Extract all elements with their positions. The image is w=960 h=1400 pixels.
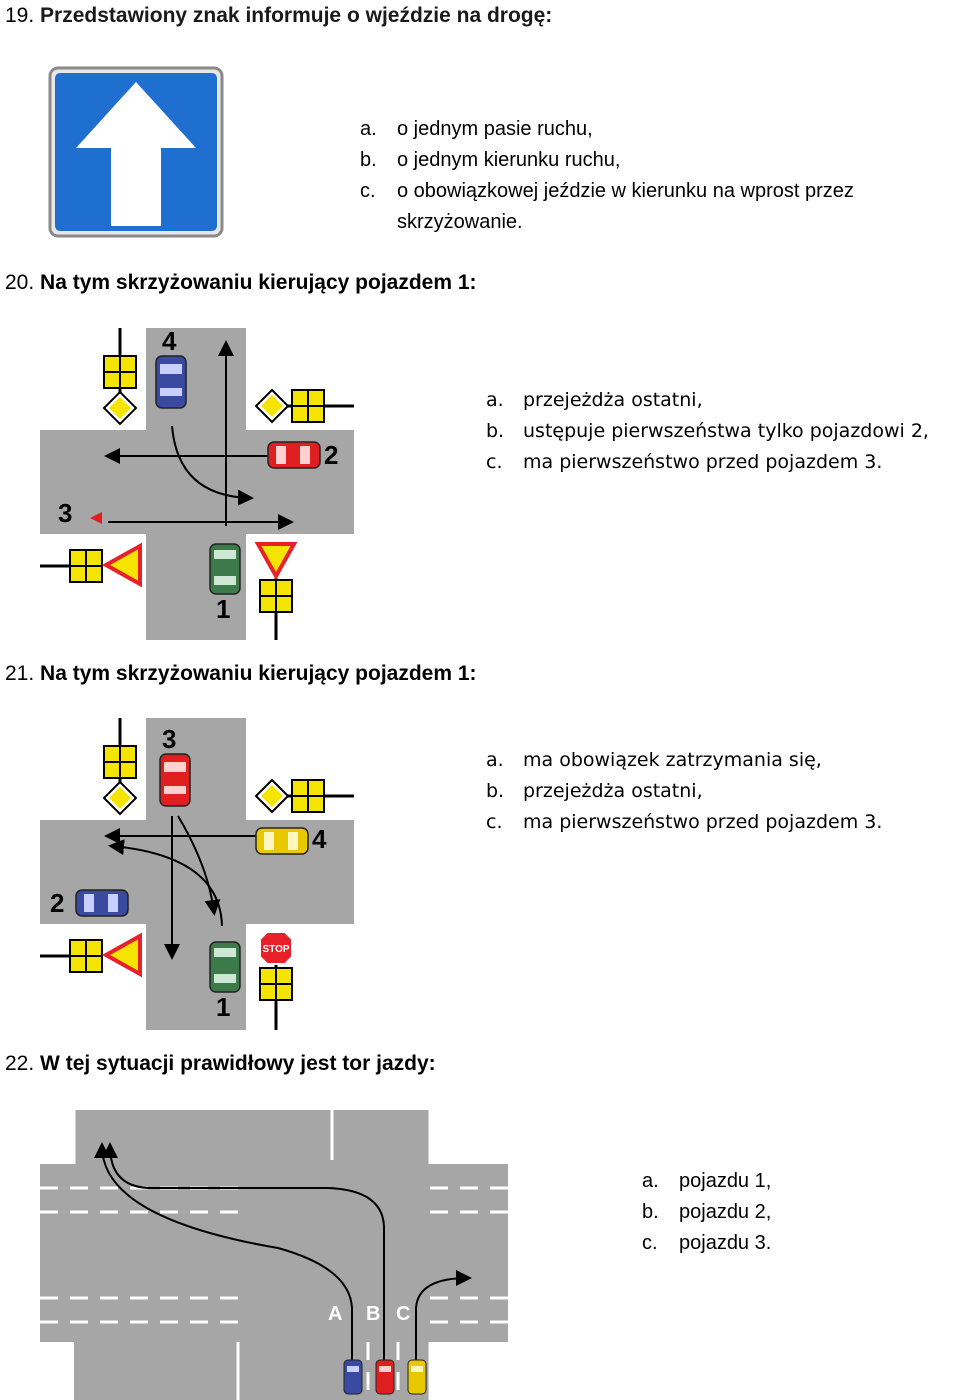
- answer-a[interactable]: a. pojazdu 1,: [642, 1166, 771, 1197]
- answer-letter: a.: [360, 118, 377, 140]
- answer-letter: a.: [486, 749, 504, 771]
- answer-letter: a.: [486, 389, 504, 411]
- vehicle-label: 2: [324, 440, 338, 470]
- answer-c-continued: skrzyżowanie.: [360, 207, 854, 238]
- yield-sign-icon: [40, 542, 142, 588]
- question-19-answers: a. o jednym pasie ruchu, b. o jednym kieru…: [360, 114, 854, 238]
- answer-c[interactable]: c. ma pierwszeństwo przed pojazdem 3.: [486, 807, 882, 838]
- intersection-diagram-20: 4 2 3 1: [40, 326, 354, 640]
- intersection-diagram-22: A B C: [40, 1110, 508, 1400]
- answer-letter: c.: [486, 451, 503, 473]
- question-22-heading: 22. W tej sytuacji prawidłowy jest tor j…: [5, 1052, 436, 1076]
- answer-letter: b.: [642, 1201, 659, 1223]
- question-21-answers: a. ma obowiązek zatrzymania się, b. przeje…: [486, 745, 882, 838]
- answer-b[interactable]: b. przejeżdża ostatni,: [486, 776, 882, 807]
- answer-b[interactable]: b. pojazdu 2,: [642, 1197, 771, 1228]
- lane-label: B: [366, 1303, 380, 1325]
- question-number: 22.: [5, 1052, 35, 1075]
- answer-c[interactable]: c. ma pierwszeństwo przed pojazdem 3.: [486, 447, 929, 478]
- question-text: Na tym skrzyżowaniu kierujący pojazdem 1…: [40, 662, 477, 685]
- question-20-heading: 20. Na tym skrzyżowaniu kierujący pojazd…: [5, 271, 477, 295]
- yield-sign-icon: [40, 932, 142, 978]
- answer-letter: b.: [486, 420, 505, 442]
- vehicle-label: 3: [162, 724, 176, 754]
- answer-c[interactable]: c. o obowiązkowej jeździe w kierunku na w…: [360, 176, 854, 207]
- priority-road-sign-icon: [102, 328, 138, 426]
- question-number: 19.: [5, 4, 35, 27]
- answer-text: ma pierwszeństwo przed pojazdem 3.: [523, 811, 883, 833]
- intersection-diagram-21: 3 4 2 1 STOP: [40, 718, 354, 1030]
- vehicle-3: [159, 753, 191, 807]
- answer-letter: c.: [360, 180, 376, 202]
- answer-b[interactable]: b. o jednym kierunku ruchu,: [360, 145, 854, 176]
- vehicle-label: 3: [58, 498, 72, 528]
- vehicle-2: [75, 889, 129, 917]
- question-19-heading: 19. Przedstawiony znak informuje o wjeźd…: [5, 4, 552, 28]
- question-22-answers: a. pojazdu 1, b. pojazdu 2, c. pojazdu 3.: [642, 1166, 771, 1259]
- vehicle-4: [255, 827, 309, 855]
- question-21-heading: 21. Na tym skrzyżowaniu kierujący pojazd…: [5, 662, 477, 686]
- vehicle-label: 4: [312, 824, 327, 854]
- answer-text: pojazdu 2,: [679, 1201, 772, 1223]
- answer-c[interactable]: c. pojazdu 3.: [642, 1228, 771, 1259]
- priority-road-sign-icon: [254, 388, 354, 424]
- stop-sign-text: STOP: [262, 944, 289, 955]
- priority-road-sign-icon: [102, 718, 138, 816]
- vehicle-label: 2: [50, 888, 64, 918]
- vehicle-2: [375, 1359, 395, 1395]
- answer-text: ustępuje pierwszeństwa tylko pojazdowi 2…: [523, 420, 929, 442]
- answer-text: ma pierwszeństwo przed pojazdem 3.: [523, 451, 883, 473]
- one-way-road-sign-icon: [48, 66, 224, 238]
- question-number: 21.: [5, 662, 35, 685]
- vehicle-2: [267, 441, 321, 469]
- answer-letter: b.: [360, 149, 377, 171]
- vehicle-label: 4: [162, 326, 177, 356]
- answer-letter: c.: [642, 1232, 658, 1254]
- vehicle-label: 1: [216, 594, 230, 624]
- answer-text: o jednym pasie ruchu,: [397, 118, 593, 140]
- vehicle-label: 1: [216, 992, 230, 1022]
- answer-text: przejeżdża ostatni,: [523, 780, 703, 802]
- vehicle-4: [155, 355, 187, 409]
- stop-sign-icon: STOP: [259, 931, 293, 1030]
- answer-letter: c.: [486, 811, 503, 833]
- vehicle-1: [209, 543, 241, 595]
- answer-text: ma obowiązek zatrzymania się,: [523, 749, 822, 771]
- lane-label: C: [396, 1303, 410, 1325]
- answer-letter: a.: [642, 1170, 659, 1192]
- vehicle-1: [343, 1359, 363, 1395]
- answer-text: o obowiązkowej jeździe w kierunku na wpr…: [397, 180, 854, 202]
- answer-text: pojazdu 1,: [679, 1170, 772, 1192]
- question-number: 20.: [5, 271, 35, 294]
- yield-sign-icon: [254, 542, 298, 640]
- answer-text: skrzyżowanie.: [397, 211, 523, 233]
- priority-road-sign-icon: [254, 778, 354, 814]
- answer-letter: [360, 207, 397, 238]
- answer-a[interactable]: a. przejeżdża ostatni,: [486, 385, 929, 416]
- answer-text: przejeżdża ostatni,: [523, 389, 703, 411]
- vehicle-1: [209, 941, 241, 993]
- answer-text: pojazdu 3.: [679, 1232, 772, 1254]
- vehicle-3: [407, 1359, 427, 1395]
- question-text: Na tym skrzyżowaniu kierujący pojazdem 1…: [40, 271, 477, 294]
- answer-b[interactable]: b. ustępuje pierwszeństwa tylko pojazdowi…: [486, 416, 929, 447]
- answer-a[interactable]: a. ma obowiązek zatrzymania się,: [486, 745, 882, 776]
- question-text: W tej sytuacji prawidłowy jest tor jazdy…: [40, 1052, 436, 1075]
- answer-letter: b.: [486, 780, 505, 802]
- answer-a[interactable]: a. o jednym pasie ruchu,: [360, 114, 854, 145]
- lane-label: A: [328, 1303, 342, 1325]
- question-text: Przedstawiony znak informuje o wjeździe …: [40, 4, 553, 27]
- answer-text: o jednym kierunku ruchu,: [397, 149, 621, 171]
- vehicle-3: [90, 512, 102, 524]
- question-20-answers: a. przejeżdża ostatni, b. ustępuje pierwsz…: [486, 385, 929, 478]
